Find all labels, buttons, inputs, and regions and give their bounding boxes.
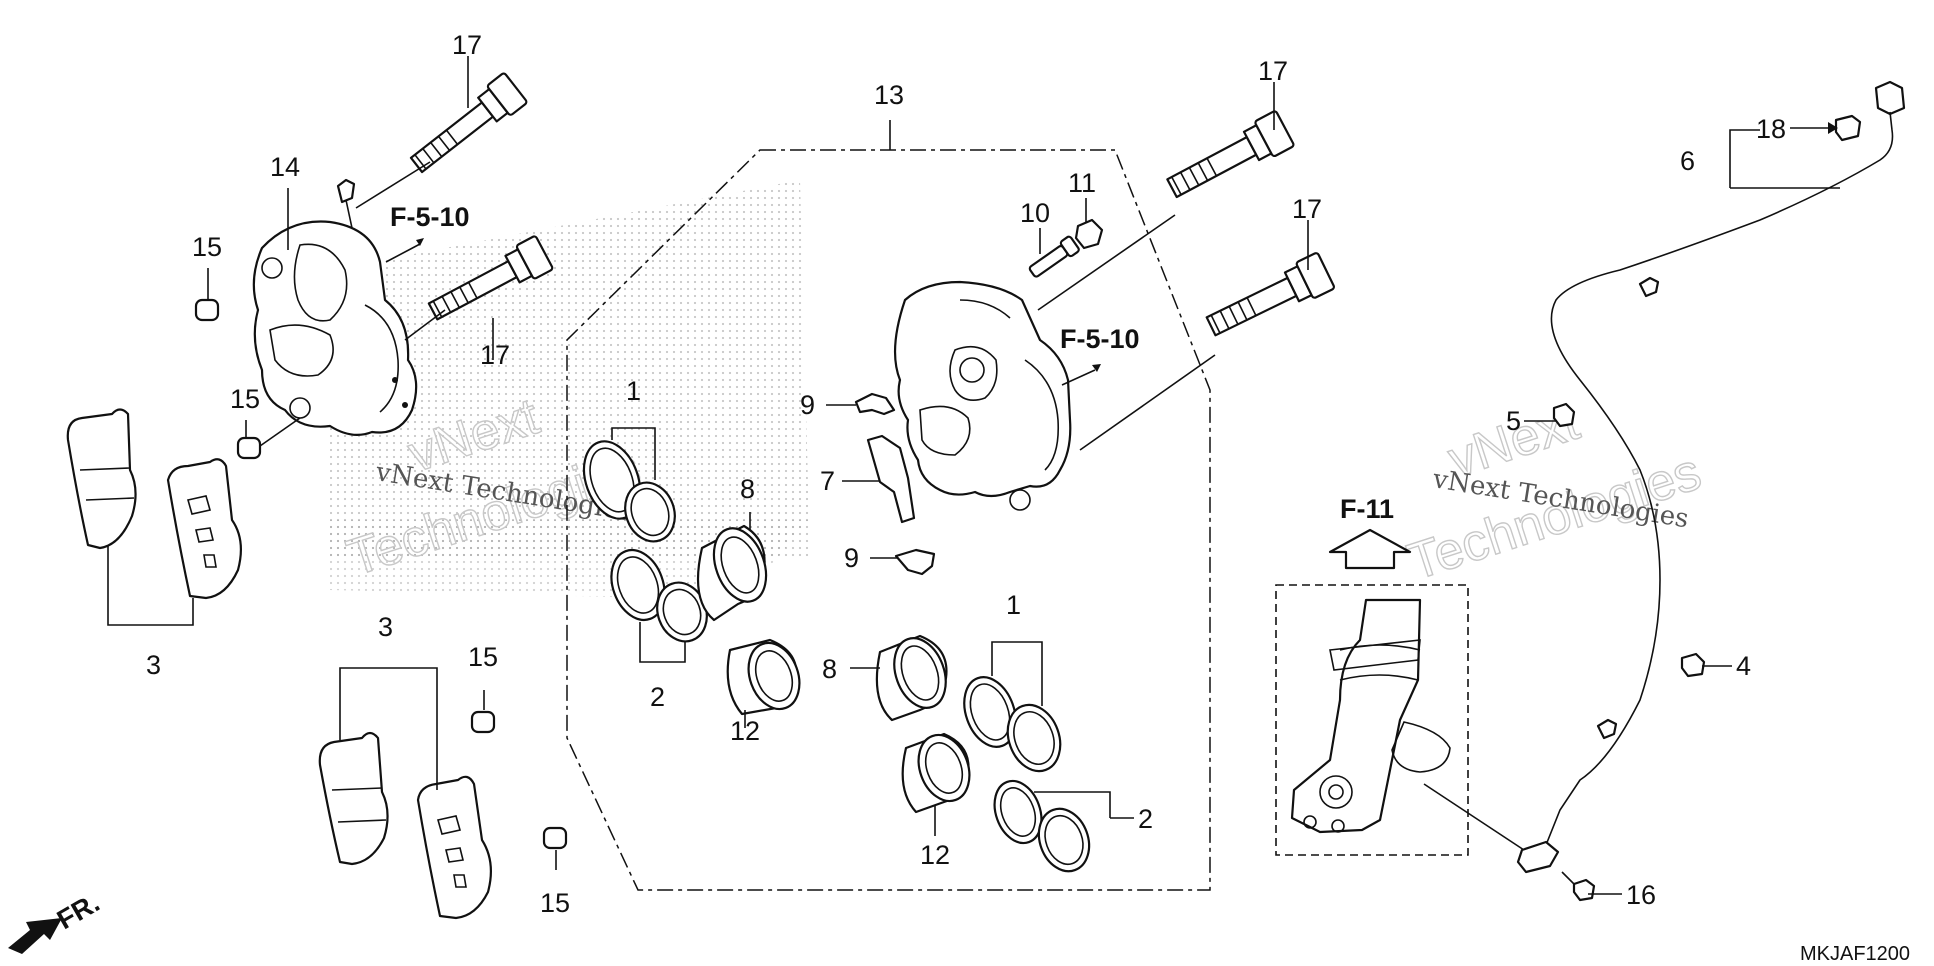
seal-1-left <box>582 440 676 543</box>
callout-13: 13 <box>874 80 904 110</box>
shading-mid <box>330 520 810 600</box>
callout-1-a: 1 <box>626 376 641 406</box>
diagram-code: MKJAF1200 <box>1800 943 1910 965</box>
callout-15-c: 15 <box>468 642 498 672</box>
callout-15-a: 15 <box>192 232 222 262</box>
callout-17-a: 17 <box>452 30 482 60</box>
lower-brake-pads <box>318 731 493 920</box>
seal-1-right <box>963 676 1062 773</box>
callout-8-b: 8 <box>822 654 837 684</box>
pin-15-b <box>236 436 262 460</box>
caliper-kit-outline <box>566 149 1211 891</box>
fork-reference-box <box>1275 584 1469 856</box>
left-caliper-body <box>252 178 418 437</box>
bleeder-valve-10 <box>1028 235 1080 278</box>
callout-12-b: 12 <box>920 840 950 870</box>
callout-15-d: 15 <box>540 888 570 918</box>
reference-label-left[interactable]: F-5-10 <box>390 202 470 232</box>
callout-5: 5 <box>1506 406 1521 436</box>
pad-spring-7 <box>866 434 916 524</box>
seal-2-right <box>993 779 1091 873</box>
callout-4: 4 <box>1736 651 1751 681</box>
bolt-17-c <box>1166 110 1295 199</box>
front-direction-arrow: FR. <box>8 887 105 954</box>
bolt-17-b <box>427 235 554 321</box>
callout-10: 10 <box>1020 198 1050 228</box>
fork-up-arrow <box>1328 528 1412 570</box>
seal-2-left <box>610 549 708 643</box>
callout-12-a: 12 <box>730 716 760 746</box>
bolt-17-a <box>409 72 528 174</box>
callout-6: 6 <box>1680 146 1695 176</box>
reference-label-right[interactable]: F-5-10 <box>1060 324 1140 354</box>
callout-2-b: 2 <box>1138 804 1153 834</box>
watermark-big-right: vNext Technologies <box>1400 392 1708 592</box>
pin-15-a <box>194 298 220 322</box>
callout-16: 16 <box>1626 880 1656 910</box>
reference-label-fork[interactable]: F-11 <box>1340 494 1394 524</box>
callout-2-a: 2 <box>650 682 665 712</box>
callout-1-b: 1 <box>1006 590 1021 620</box>
clamp-18 <box>1834 114 1862 142</box>
callout-17-d: 17 <box>1292 194 1322 224</box>
callout-9-a: 9 <box>800 390 815 420</box>
clamp-5 <box>1552 402 1576 428</box>
bolt-17-d <box>1205 252 1335 337</box>
callout-3-a: 3 <box>146 650 161 680</box>
callout-18: 18 <box>1756 114 1786 144</box>
clamp-4 <box>1680 652 1706 678</box>
callout-9-b: 9 <box>844 543 859 573</box>
bracket-6 <box>1729 129 1840 189</box>
bleeder-cap-11 <box>1074 218 1104 250</box>
svg-text:FR.: FR. <box>52 887 105 935</box>
callout-17-c: 17 <box>1258 56 1288 86</box>
pin-15-d <box>542 826 568 850</box>
bracket-3-left <box>107 545 194 626</box>
piston-8-upper <box>696 524 768 622</box>
callout-7: 7 <box>820 466 835 496</box>
shading-left <box>330 180 810 560</box>
piston-12-left <box>726 638 801 716</box>
abs-sensor-cable <box>1516 80 1906 874</box>
clip-9-upper <box>854 392 896 416</box>
clip-9-lower <box>894 548 936 576</box>
bracket-3-lower <box>339 667 438 790</box>
piston-12-right <box>901 732 971 814</box>
callout-15-b: 15 <box>230 384 260 414</box>
pin-15-c <box>470 710 496 734</box>
callout-11: 11 <box>1068 168 1096 198</box>
piston-8-lower <box>875 634 948 722</box>
callout-17-b: 17 <box>480 340 510 370</box>
callout-3-b: 3 <box>378 612 393 642</box>
right-caliper-body <box>893 280 1072 511</box>
bolt-16 <box>1572 878 1596 902</box>
callout-14: 14 <box>270 152 300 182</box>
left-brake-pads-upper <box>66 408 243 600</box>
front-fork-lower <box>1290 598 1451 834</box>
callout-8-a: 8 <box>740 474 755 504</box>
